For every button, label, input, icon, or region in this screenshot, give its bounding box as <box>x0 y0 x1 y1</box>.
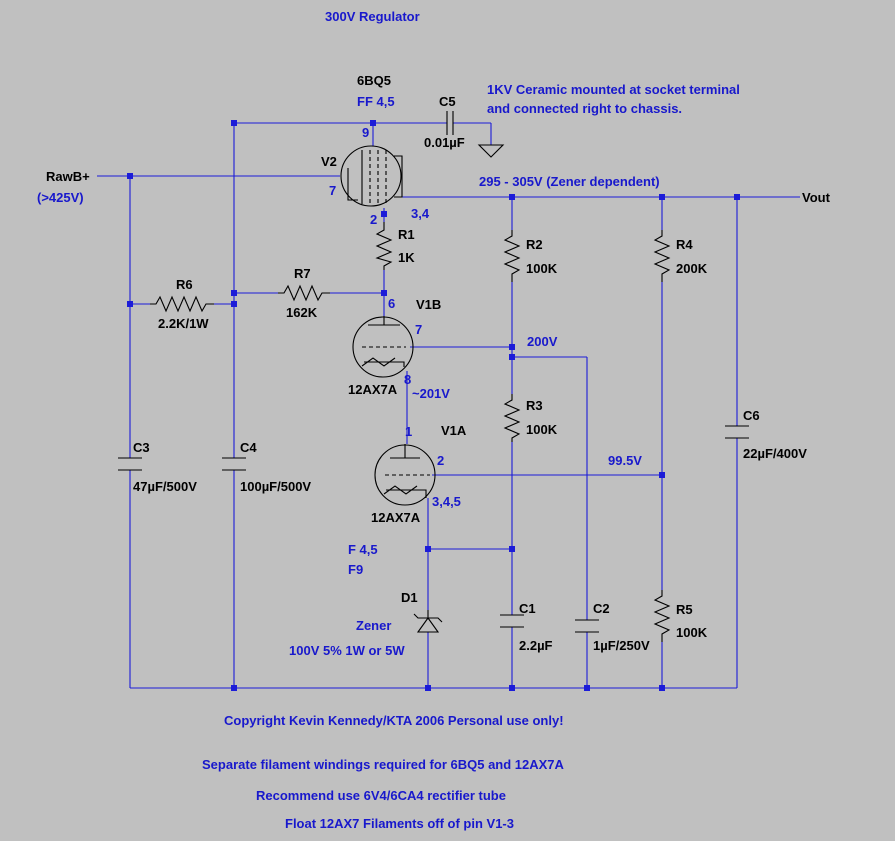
v1b-pin-a: 6 <box>388 296 395 311</box>
v1a-filament-b: F9 <box>348 562 363 577</box>
c1-ref-label: C1 <box>519 601 536 616</box>
note-rectifier: Recommend use 6V4/6CA4 rectifier tube <box>256 788 506 803</box>
v1a-filament-a: F 4,5 <box>348 542 378 557</box>
r3-ref-label: R3 <box>526 398 543 413</box>
v2-pin-k: 2 <box>370 212 377 227</box>
capacitor-c1 <box>500 614 524 628</box>
c4-ref-label: C4 <box>240 440 257 455</box>
resistor-r4 <box>653 230 671 282</box>
v2-part-label: 6BQ5 <box>357 73 391 88</box>
d1-value-label: 100V 5% 1W or 5W <box>289 643 405 658</box>
zener-d1 <box>413 610 443 633</box>
r1-ref-label: R1 <box>398 227 415 242</box>
capacitor-c5 <box>446 111 454 135</box>
c6-ref-label: C6 <box>743 408 760 423</box>
resistor-r6 <box>150 295 214 313</box>
c6-value-label: 22µF/400V <box>743 446 807 461</box>
d1-ref-label: D1 <box>401 590 418 605</box>
r7-value-label: 162K <box>286 305 318 320</box>
r2-ref-label: R2 <box>526 237 543 252</box>
c5-ref-label: C5 <box>439 94 456 109</box>
resistor-r2 <box>503 230 521 282</box>
input-min-label: (>425V) <box>37 190 84 205</box>
output-label: Vout <box>802 190 831 205</box>
note-float: Float 12AX7 Filaments off of pin V1-3 <box>285 816 514 831</box>
c2-ref-label: C2 <box>593 601 610 616</box>
r2-value-label: 100K <box>526 261 558 276</box>
node-200v-label: 200V <box>527 334 558 349</box>
node-99v-label: 99.5V <box>608 453 642 468</box>
capacitor-c6 <box>725 425 749 439</box>
tube-v1b <box>352 316 414 378</box>
note-filament: Separate filament windings required for … <box>202 757 565 772</box>
r1-value-label: 1K <box>398 250 415 265</box>
note-output-range: 295 - 305V (Zener dependent) <box>479 174 660 189</box>
v2-pin-g1: 7 <box>329 183 336 198</box>
v1a-part-label: 12AX7A <box>371 510 421 525</box>
v2-pin-g2: 9 <box>362 125 369 140</box>
note-copyright: Copyright Kevin Kennedy/KTA 2006 Persona… <box>224 713 564 728</box>
c3-value-label: 47µF/500V <box>133 479 197 494</box>
note-ceramic-line2: and connected right to chassis. <box>487 101 682 116</box>
tube-v2 <box>340 145 403 207</box>
r3-value-label: 100K <box>526 422 558 437</box>
v1b-pin-k: 8 <box>404 372 411 387</box>
v1b-part-label: 12AX7A <box>348 382 398 397</box>
resistor-r7 <box>278 284 330 302</box>
r4-value-label: 200K <box>676 261 708 276</box>
c2-value-label: 1µF/250V <box>593 638 650 653</box>
r6-ref-label: R6 <box>176 277 193 292</box>
c1-value-label: 2.2µF <box>519 638 553 653</box>
r6-value-label: 2.2K/1W <box>158 316 209 331</box>
r4-ref-label: R4 <box>676 237 693 252</box>
v1a-pin-k: 3,4,5 <box>432 494 461 509</box>
r5-value-label: 100K <box>676 625 708 640</box>
wires <box>97 122 800 689</box>
v2-ref-label: V2 <box>321 154 337 169</box>
v1b-pin-g: 7 <box>415 322 422 337</box>
note-ceramic-line1: 1KV Ceramic mounted at socket terminal <box>487 82 740 97</box>
node-201v-label: ~201V <box>412 386 450 401</box>
schematic-title: 300V Regulator <box>325 9 420 24</box>
resistor-r5 <box>653 590 671 642</box>
labels: 300V Regulator 1KV Ceramic mounted at so… <box>37 9 831 831</box>
c5-value-label: 0.01µF <box>424 135 465 150</box>
resistor-r3 <box>503 394 521 442</box>
c3-ref-label: C3 <box>133 440 150 455</box>
r5-ref-label: R5 <box>676 602 693 617</box>
v1a-pin-a: 1 <box>405 424 412 439</box>
ground-icon <box>477 144 505 158</box>
v1a-ref-label: V1A <box>441 423 467 438</box>
capacitor-c3 <box>118 457 142 471</box>
capacitor-c2 <box>575 619 599 633</box>
v1b-ref-label: V1B <box>416 297 441 312</box>
resistor-r1 <box>375 222 393 270</box>
v1a-pin-g: 2 <box>437 453 444 468</box>
v2-filament-label: FF 4,5 <box>357 94 395 109</box>
tube-v1a <box>374 444 436 506</box>
junction-dots <box>127 120 740 691</box>
r7-ref-label: R7 <box>294 266 311 281</box>
v2-pin-a: 3,4 <box>411 206 430 221</box>
input-label: RawB+ <box>46 169 90 184</box>
capacitor-c4 <box>222 457 246 471</box>
d1-type-label: Zener <box>356 618 391 633</box>
c4-value-label: 100µF/500V <box>240 479 311 494</box>
